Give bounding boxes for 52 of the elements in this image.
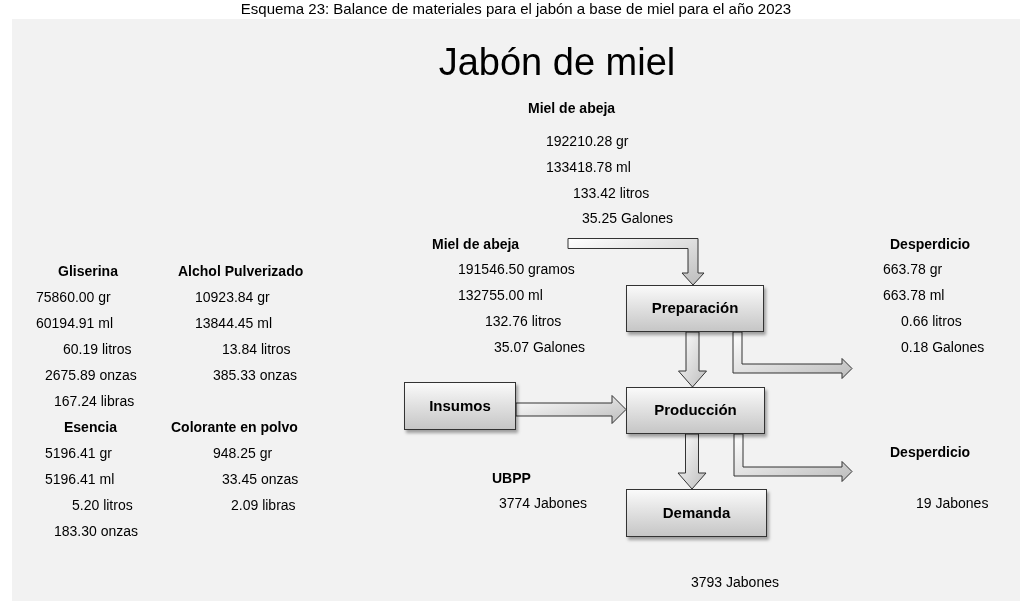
material-heading: Alchol Pulverizado <box>178 262 304 280</box>
quantity-label: 385.33 onzas <box>213 366 298 384</box>
block-arrow <box>678 331 707 388</box>
quantity-label: 60.19 litros <box>63 340 132 358</box>
quantity-label: 132.76 litros <box>485 312 562 330</box>
quantity-label: 132755.00 ml <box>458 286 543 304</box>
material-heading: Desperdicio <box>890 443 971 461</box>
material-heading: Desperdicio <box>890 235 971 253</box>
quantity-label: 663.78 gr <box>883 260 943 278</box>
quantity-label: 13.84 litros <box>222 340 291 358</box>
block-arrow <box>733 433 853 482</box>
material-heading: Miel de abeja <box>432 235 520 253</box>
quantity-label: 3793 Jabones <box>691 573 779 591</box>
material-heading: Colorante en polvo <box>171 418 298 436</box>
block-arrow <box>677 433 707 490</box>
process-box: Demanda <box>626 489 767 537</box>
quantity-label: 75860.00 gr <box>36 288 111 306</box>
quantity-label: 2675.89 onzas <box>45 366 137 384</box>
quantity-label: 5196.41 gr <box>45 444 112 462</box>
material-heading: Miel de abeja <box>528 99 616 117</box>
block-arrow <box>515 395 627 424</box>
quantity-label: 0.18 Galones <box>901 338 985 356</box>
block-arrow <box>567 238 705 286</box>
quantity-label: 5.20 litros <box>72 496 133 514</box>
quantity-label: 35.07 Galones <box>494 338 586 356</box>
quantity-label: 5196.41 ml <box>45 470 115 488</box>
quantity-label: 33.45 onzas <box>222 470 299 488</box>
quantity-label: 133418.78 ml <box>546 158 631 176</box>
quantity-label: 3774 Jabones <box>499 494 587 512</box>
block-arrow <box>732 331 853 379</box>
quantity-label: 13844.45 ml <box>195 314 273 332</box>
process-box: Preparación <box>626 285 764 332</box>
quantity-label: 183.30 onzas <box>54 522 139 540</box>
quantity-label: 133.42 litros <box>573 184 650 202</box>
process-box: Producción <box>626 387 765 434</box>
material-heading: Gliserina <box>58 262 118 280</box>
quantity-label: 948.25 gr <box>213 444 273 462</box>
material-heading: UBPP <box>492 469 531 487</box>
quantity-label: 35.25 Galones <box>582 209 674 227</box>
quantity-label: 0.66 litros <box>901 312 962 330</box>
quantity-label: 19 Jabones <box>916 494 989 512</box>
quantity-label: 2.09 libras <box>231 496 296 514</box>
quantity-label: 192210.28 gr <box>546 132 629 150</box>
process-box: Insumos <box>404 382 516 430</box>
quantity-label: 10923.84 gr <box>195 288 270 306</box>
title: Jabón de miel <box>437 40 677 85</box>
quantity-label: 663.78 ml <box>883 286 945 304</box>
caption: Esquema 23: Balance de materiales para el jabón a base de miel para el año 2023 <box>239 0 793 18</box>
material-heading: Esencia <box>64 418 117 436</box>
quantity-label: 60194.91 ml <box>36 314 114 332</box>
quantity-label: 167.24 libras <box>54 392 135 410</box>
quantity-label: 191546.50 gramos <box>458 260 575 278</box>
